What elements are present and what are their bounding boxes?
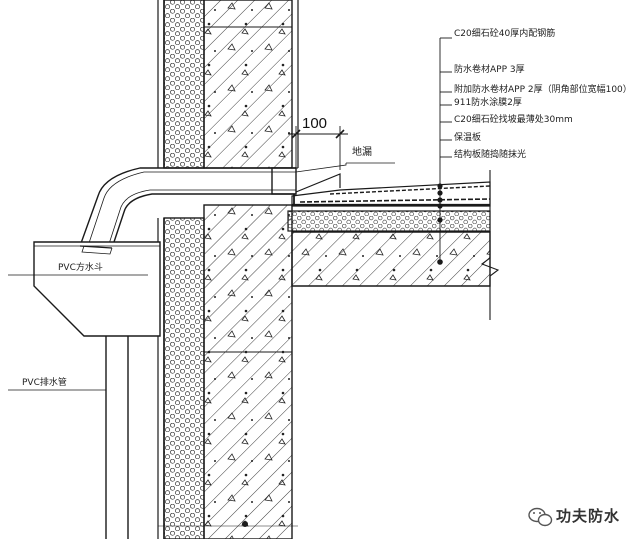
structural-wall-upper [203,0,293,169]
break-line [480,170,500,320]
insulation-board [287,210,491,232]
dimension-100 [288,126,348,170]
wall-insulation-lower [163,217,205,539]
layer-leader [437,37,452,265]
layer-label-c20-screed-rebar: C20细石砼40厚内配钢筋 [454,29,556,39]
structural-wall-lower [203,204,293,539]
screed-slope-layer [291,181,491,207]
pvc-pipe [105,336,129,539]
dimension-label: 100 [302,115,328,132]
watermark: 功夫防水 [528,504,620,526]
wall-base-mark [158,521,298,527]
watermark-text: 功夫防水 [556,506,621,525]
layer-label-insulation-board: 保温板 [454,133,482,143]
wall-insulation-upper [163,0,205,169]
wechat-icon [528,507,553,527]
layer-label-app-membrane: 防水卷材APP 3厚 [454,65,525,75]
pvc-hopper [33,241,161,337]
pvc-pipe-label: PVC排水管 [22,378,67,388]
layer-label-911-coating: 911防水涂膜2厚 [454,98,522,108]
roof-slab [291,231,491,287]
layer-label-slope-screed: C20细石砼找坡最薄处30mm [454,115,573,125]
leader-lines [8,162,395,391]
pvc-hopper-label: PVC方水斗 [58,263,103,273]
layer-label-additional-membrane: 附加防水卷材APP 2厚（阴角部位宽幅100） [454,85,632,95]
layer-label-structural-slab: 结构板随捣随抹光 [454,150,527,160]
watermark-icon-slot [528,504,550,526]
scupper-outlet [79,167,296,249]
floor-drain-label: 地漏 [352,147,372,158]
